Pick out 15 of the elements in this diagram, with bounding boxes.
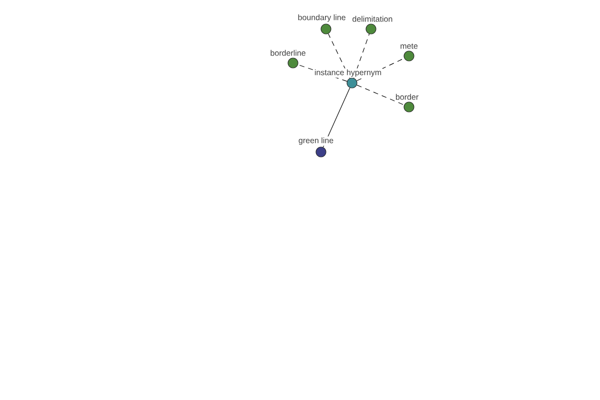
node-label: green line <box>297 136 335 146</box>
node-circle <box>404 102 414 112</box>
node-circle <box>366 24 376 34</box>
node-circle <box>346 78 358 88</box>
node-label: delimitation <box>351 14 394 23</box>
node-circle <box>316 146 326 158</box>
node-label: borderline <box>269 48 307 57</box>
node-label: instance hypernym <box>313 68 383 78</box>
node-circle <box>404 50 414 62</box>
node-label: boundary line <box>296 13 347 23</box>
node-label: mete <box>399 42 419 50</box>
node-label: border <box>394 92 420 101</box>
node-circle <box>320 24 332 34</box>
connector <box>356 84 404 106</box>
node-circle <box>288 58 298 68</box>
